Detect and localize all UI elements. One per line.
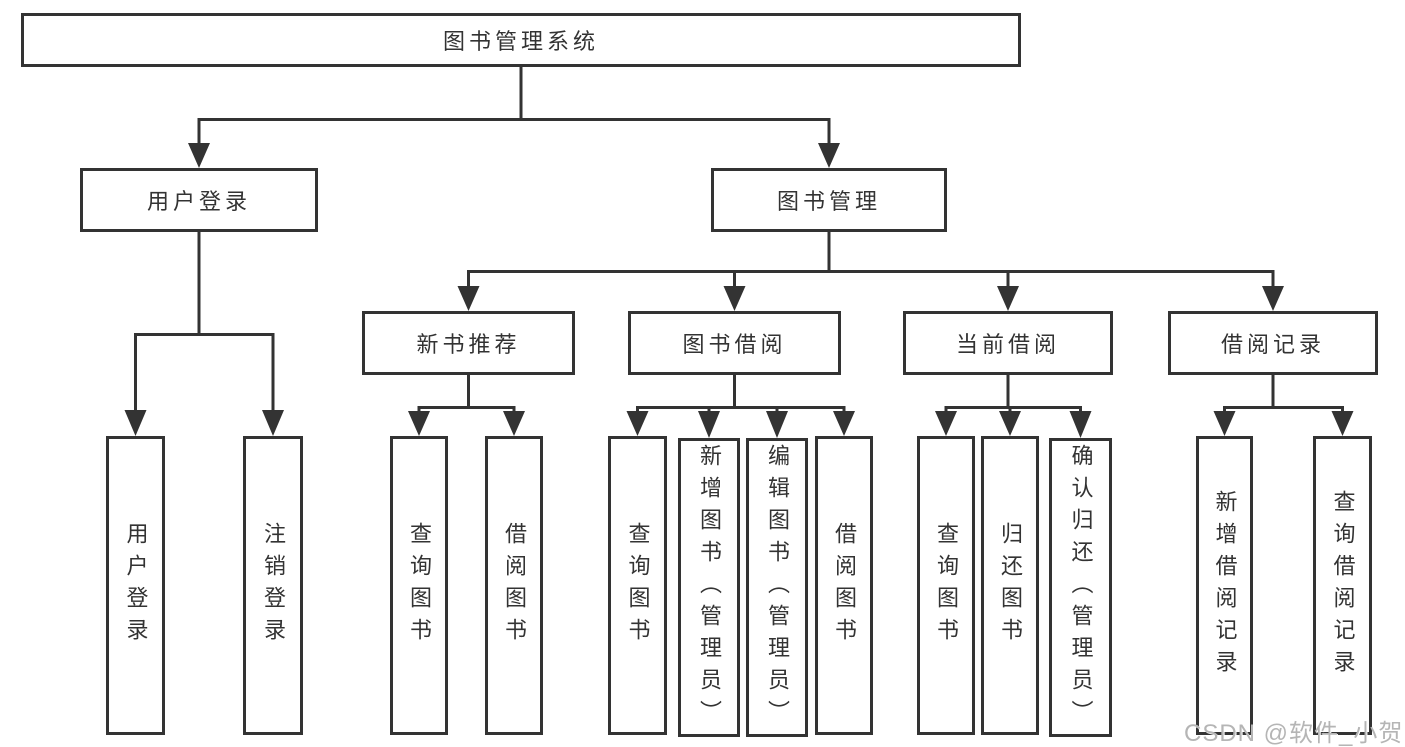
node-add-books-admin: 新增图书（管理员） xyxy=(678,438,740,737)
node-label: 查询借阅记录 xyxy=(1330,489,1356,682)
arrowhead-icon xyxy=(124,410,284,436)
node-label: 借阅记录 xyxy=(1220,332,1325,357)
edge-line xyxy=(417,375,516,414)
node-logout-leaf: 注销登录 xyxy=(243,436,303,735)
node-label: 确认归还（管理员） xyxy=(1068,443,1094,732)
arrowhead-icon xyxy=(1213,411,1354,436)
edge-line xyxy=(636,375,846,414)
node-label: 编辑图书（管理员） xyxy=(765,443,790,732)
node-query-books-borrowing: 查询图书 xyxy=(608,436,667,735)
node-label: 用户登录 xyxy=(146,189,251,214)
node-label: 新书推荐 xyxy=(416,332,521,357)
node-query-books-recommend: 查询图书 xyxy=(390,436,448,735)
node-return-books: 归还图书 xyxy=(981,436,1039,735)
node-label: 注销登录 xyxy=(261,521,286,650)
node-label: 查询图书 xyxy=(625,521,651,650)
edge-user-login-to-leaves xyxy=(124,232,284,436)
node-query-books-current: 查询图书 xyxy=(917,436,975,735)
node-confirm-return-admin: 确认归还（管理员） xyxy=(1049,438,1112,737)
node-label: 借阅图书 xyxy=(832,521,857,650)
edge-borrowing-records-to-leaves xyxy=(1213,375,1354,436)
arrowhead-icon xyxy=(408,411,525,436)
node-label: 图书管理系统 xyxy=(442,29,599,54)
node-edit-books-admin: 编辑图书（管理员） xyxy=(746,438,808,737)
edge-new-book-recommend-to-leaves xyxy=(408,375,525,436)
node-label: 新增借阅记录 xyxy=(1212,489,1238,682)
node-book-borrowing: 图书借阅 xyxy=(628,311,841,375)
arrowhead-icon xyxy=(935,411,1092,438)
node-borrowing-records: 借阅记录 xyxy=(1168,311,1378,375)
edge-book-borrowing-to-leaves xyxy=(626,375,855,438)
edge-line xyxy=(467,232,1275,288)
node-label: 新增图书（管理员） xyxy=(697,443,722,732)
node-query-borrow-record: 查询借阅记录 xyxy=(1313,436,1372,735)
edge-root-to-level2 xyxy=(188,67,840,168)
arrowhead-icon xyxy=(188,143,840,168)
node-label: 查询图书 xyxy=(407,521,432,650)
edge-line xyxy=(134,232,275,412)
node-book-management-system: 图书管理系统 xyxy=(21,13,1021,67)
node-borrow-books-recommend: 借阅图书 xyxy=(485,436,543,735)
csdn-watermark: CSDN @软件_小贺同学 xyxy=(1184,720,1405,747)
node-label: 用户登录 xyxy=(123,521,149,650)
node-borrow-books-leaf: 借阅图书 xyxy=(815,436,873,735)
node-label: 归还图书 xyxy=(998,521,1023,650)
node-label: 借阅图书 xyxy=(502,521,527,650)
node-label: 图书借阅 xyxy=(682,332,787,357)
node-new-book-recommend: 新书推荐 xyxy=(362,311,575,375)
edge-current-borrowing-to-leaves xyxy=(935,375,1092,438)
node-label: 查询图书 xyxy=(934,521,959,650)
edge-line xyxy=(1223,375,1344,414)
node-add-borrow-record: 新增借阅记录 xyxy=(1196,436,1253,735)
node-current-borrowing: 当前借阅 xyxy=(903,311,1113,375)
edge-line xyxy=(944,375,1082,414)
arrowhead-icon xyxy=(457,286,1284,311)
edge-book-management-to-level3 xyxy=(457,232,1284,311)
node-user-login: 用户登录 xyxy=(80,168,318,232)
edge-line xyxy=(197,67,831,145)
node-user-login-leaf: 用户登录 xyxy=(106,436,165,735)
node-label: 图书管理 xyxy=(776,189,881,214)
arrowhead-icon xyxy=(626,411,855,438)
node-book-management: 图书管理 xyxy=(711,168,947,232)
node-label: 当前借阅 xyxy=(955,332,1060,357)
